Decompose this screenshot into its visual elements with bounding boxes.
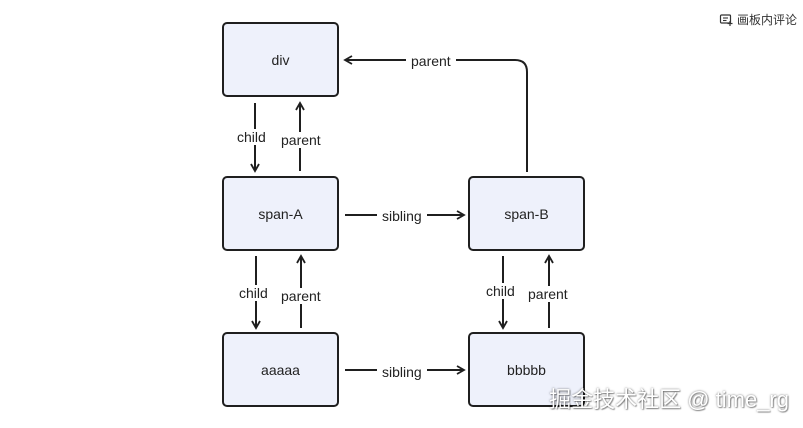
node-div-label: div	[271, 51, 290, 68]
node-span-b-label: span-B	[504, 205, 549, 222]
edge-spanb-div-parent	[343, 55, 528, 172]
node-bbbbb: bbbbb	[468, 332, 585, 407]
edge-label-div-child: child	[237, 129, 266, 145]
node-div: div	[222, 22, 339, 97]
edge-label-spana-child: child	[239, 285, 268, 301]
watermark: 掘金技术社区 @ time_rg	[549, 387, 789, 412]
board-comment-button[interactable]: 画板内评论	[719, 11, 797, 28]
edge-label-spana-spanb-sibling: sibling	[377, 208, 427, 224]
edge-label-spanb-div-parent: parent	[406, 53, 456, 69]
edge-label-aaaaa-bbbbb-sibling: sibling	[377, 364, 427, 380]
node-aaaaa-label: aaaaa	[261, 361, 300, 378]
comment-icon	[719, 13, 733, 26]
node-span-a: span-A	[222, 176, 339, 251]
node-span-b: span-B	[468, 176, 585, 251]
edge-label-spanb-parent: parent	[528, 286, 568, 302]
node-aaaaa: aaaaa	[222, 332, 339, 407]
node-bbbbb-label: bbbbb	[507, 361, 546, 378]
edge-label-spanb-child: child	[486, 283, 515, 299]
node-span-a-label: span-A	[258, 205, 303, 222]
board-comment-label: 画板内评论	[736, 13, 797, 27]
edge-label-spana-parent: parent	[281, 288, 321, 304]
edge-label-div-parent: parent	[281, 132, 321, 148]
